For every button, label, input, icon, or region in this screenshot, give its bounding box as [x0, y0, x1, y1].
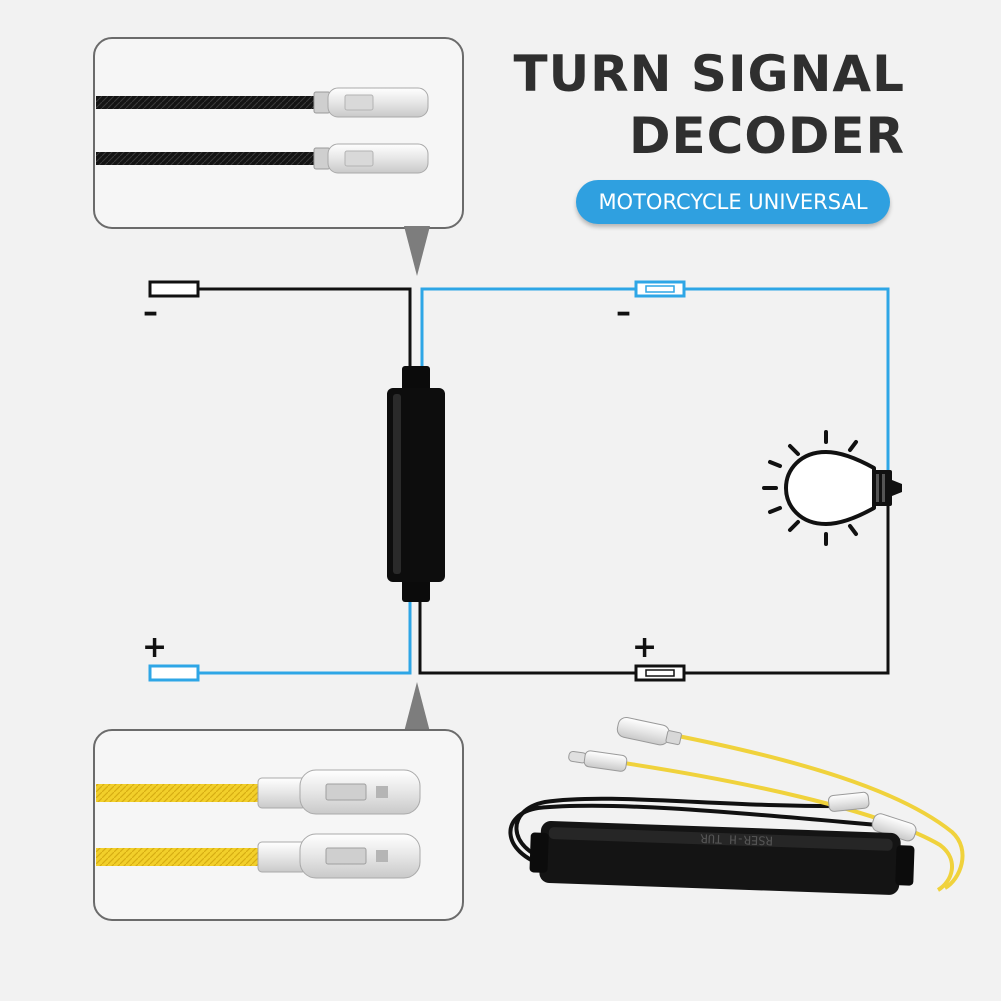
- sign-positive-right: +: [632, 630, 658, 665]
- yellow-wire-upper: [96, 769, 421, 815]
- terminal-bottom-right: [634, 664, 686, 682]
- black-wire-lower: [96, 143, 429, 174]
- yellow-wires-detail: [93, 682, 464, 921]
- decoder-module: [387, 366, 445, 602]
- bulb-icon: [762, 430, 902, 546]
- terminal-top-left: [148, 280, 200, 298]
- sign-negative-right: –: [616, 295, 631, 330]
- sign-negative-left: –: [143, 295, 158, 330]
- circuit: [198, 287, 890, 675]
- subtitle-badge: MOTORCYCLE UNIVERSAL: [576, 180, 890, 224]
- black-wires-detail: [93, 37, 464, 276]
- wire-blue-top: [420, 287, 890, 470]
- wire-blue-bottom: [198, 598, 412, 675]
- title-line-2: DECODER: [628, 107, 905, 165]
- title-line-1: TURN SIGNAL: [513, 45, 905, 103]
- product-photo: RSER-H TUR: [508, 716, 965, 895]
- sign-positive-left: +: [142, 630, 168, 665]
- wire-black-top: [198, 287, 412, 370]
- terminal-top-right: [634, 280, 686, 298]
- module-label: RSER-H TUR: [699, 831, 772, 848]
- yellow-wire-lower: [96, 833, 421, 879]
- terminal-bottom-left: [148, 664, 200, 682]
- black-wire-upper: [96, 87, 429, 118]
